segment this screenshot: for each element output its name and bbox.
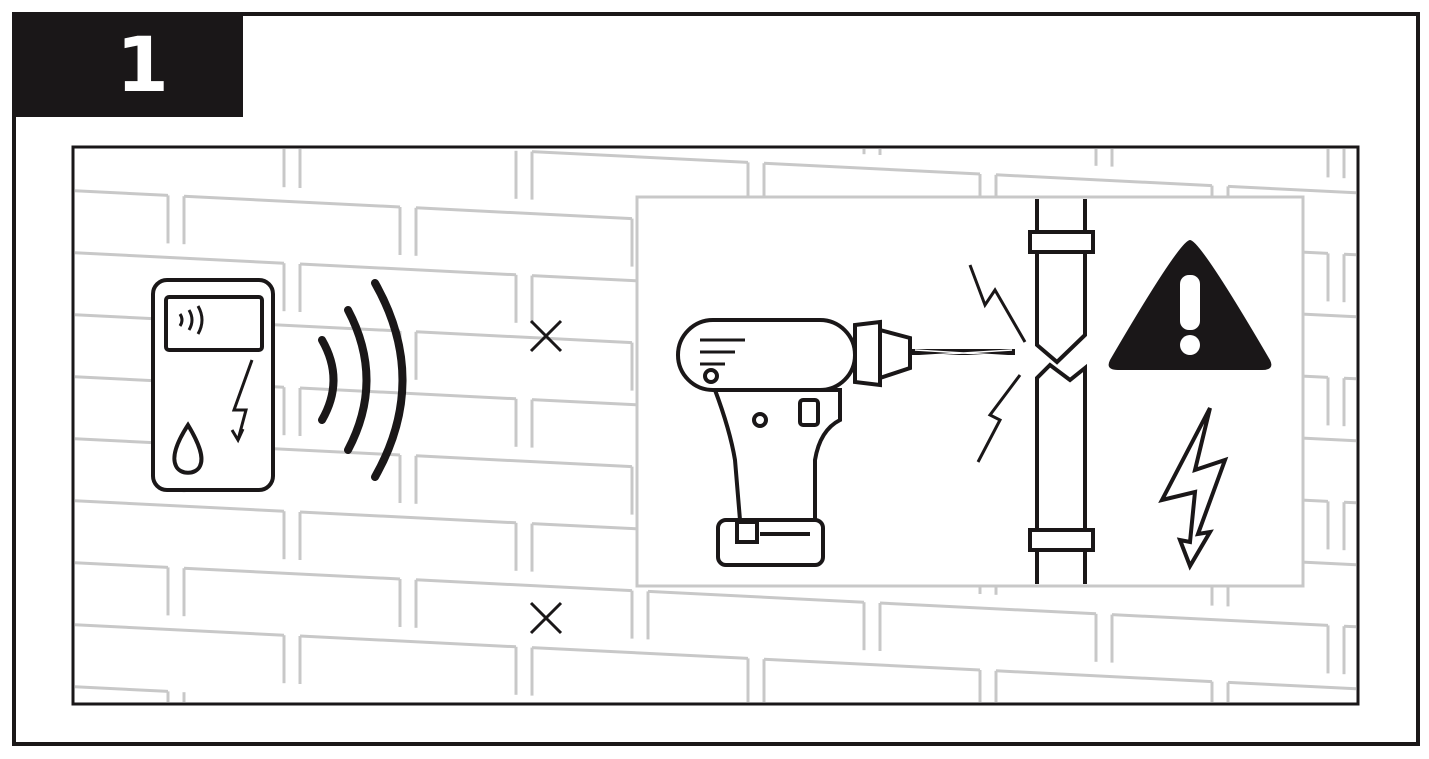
cross-mark-icon [529, 319, 563, 635]
brick-outline [1343, 500, 1357, 505]
step-number: 1 [12, 12, 243, 117]
brick-outline [1111, 613, 1329, 627]
brick-outline [299, 262, 517, 277]
drill-icon [676, 318, 1015, 567]
brick-outline [74, 561, 169, 569]
brick-outline [74, 499, 285, 513]
brick-outline [299, 634, 517, 649]
brick-outline [415, 206, 633, 221]
wall-panel-border [71, 145, 1360, 706]
electric-hazard-icon [1158, 407, 1229, 571]
brick-outline [415, 454, 633, 469]
brick-outline [879, 601, 1097, 616]
brick-outline [415, 578, 633, 593]
warning-triangle-icon [1108, 240, 1272, 370]
brick-outline [415, 330, 633, 345]
brick-outline [74, 623, 285, 637]
wall-scanner-icon [151, 278, 275, 492]
brick-outline [995, 669, 1213, 684]
brick-outline [74, 685, 169, 693]
brick-outline [1343, 252, 1357, 257]
brick-outline [647, 589, 865, 604]
brick-outline [74, 251, 285, 265]
pipe-icon [1028, 199, 1095, 584]
brick-outline [1343, 624, 1357, 629]
signal-waves-icon [318, 279, 407, 481]
brick-outline [1227, 680, 1357, 691]
brick-outline [183, 194, 401, 209]
brick-outline [995, 173, 1213, 188]
brick-outline [183, 566, 401, 581]
brick-outline [1343, 376, 1357, 381]
brick-outline [74, 189, 169, 197]
illustration-frame [12, 12, 1420, 746]
brick-outline [531, 646, 749, 660]
brick-outline [763, 161, 981, 176]
brick-outline [531, 150, 749, 164]
brick-outline [763, 657, 981, 672]
spark-icon [968, 264, 1027, 463]
brick-outline [299, 510, 517, 525]
brick-outline [1227, 184, 1357, 195]
